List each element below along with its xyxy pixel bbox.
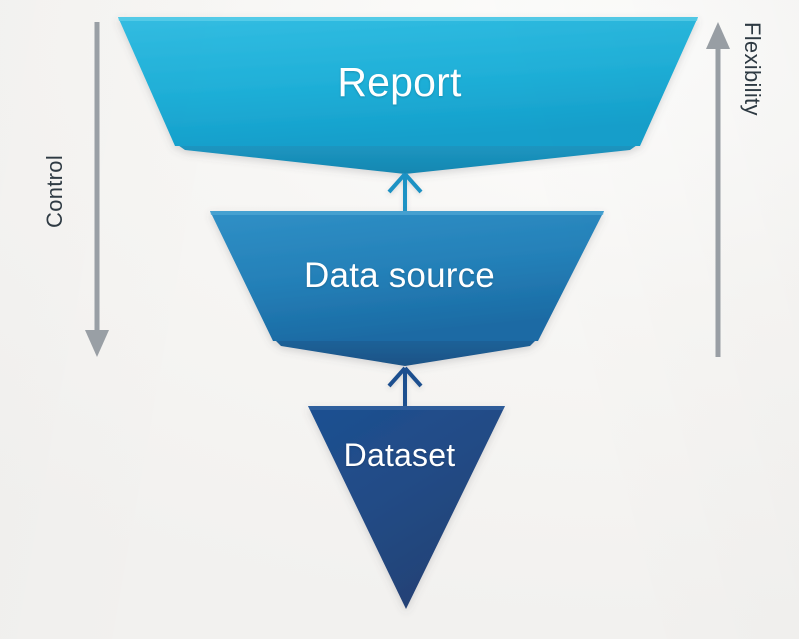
stage-data-source[interactable] [210,211,604,366]
stage-dataset-body [308,406,505,609]
control-axis-arrowhead-down [85,330,109,357]
stage-dataset-top-highlight [308,406,505,410]
stage-data-source-top-highlight [210,211,604,215]
stage-report-body [118,17,698,146]
stage-dataset[interactable] [308,406,505,609]
stage-data-source-body [210,211,604,341]
connector-data-source-to-report [387,172,423,212]
flexibility-axis [706,22,730,357]
stage-data-source-fold [273,338,538,366]
axis-label-control: Control [42,154,67,228]
stage-report[interactable] [118,17,698,174]
axis-label-flexibility: Flexibility [740,22,765,116]
stage-report-fold [175,143,640,174]
flexibility-axis-arrowhead-up [706,22,730,49]
connector-dataset-to-data-source [387,366,423,407]
control-axis [85,22,109,357]
stage-report-top-highlight [118,17,698,21]
